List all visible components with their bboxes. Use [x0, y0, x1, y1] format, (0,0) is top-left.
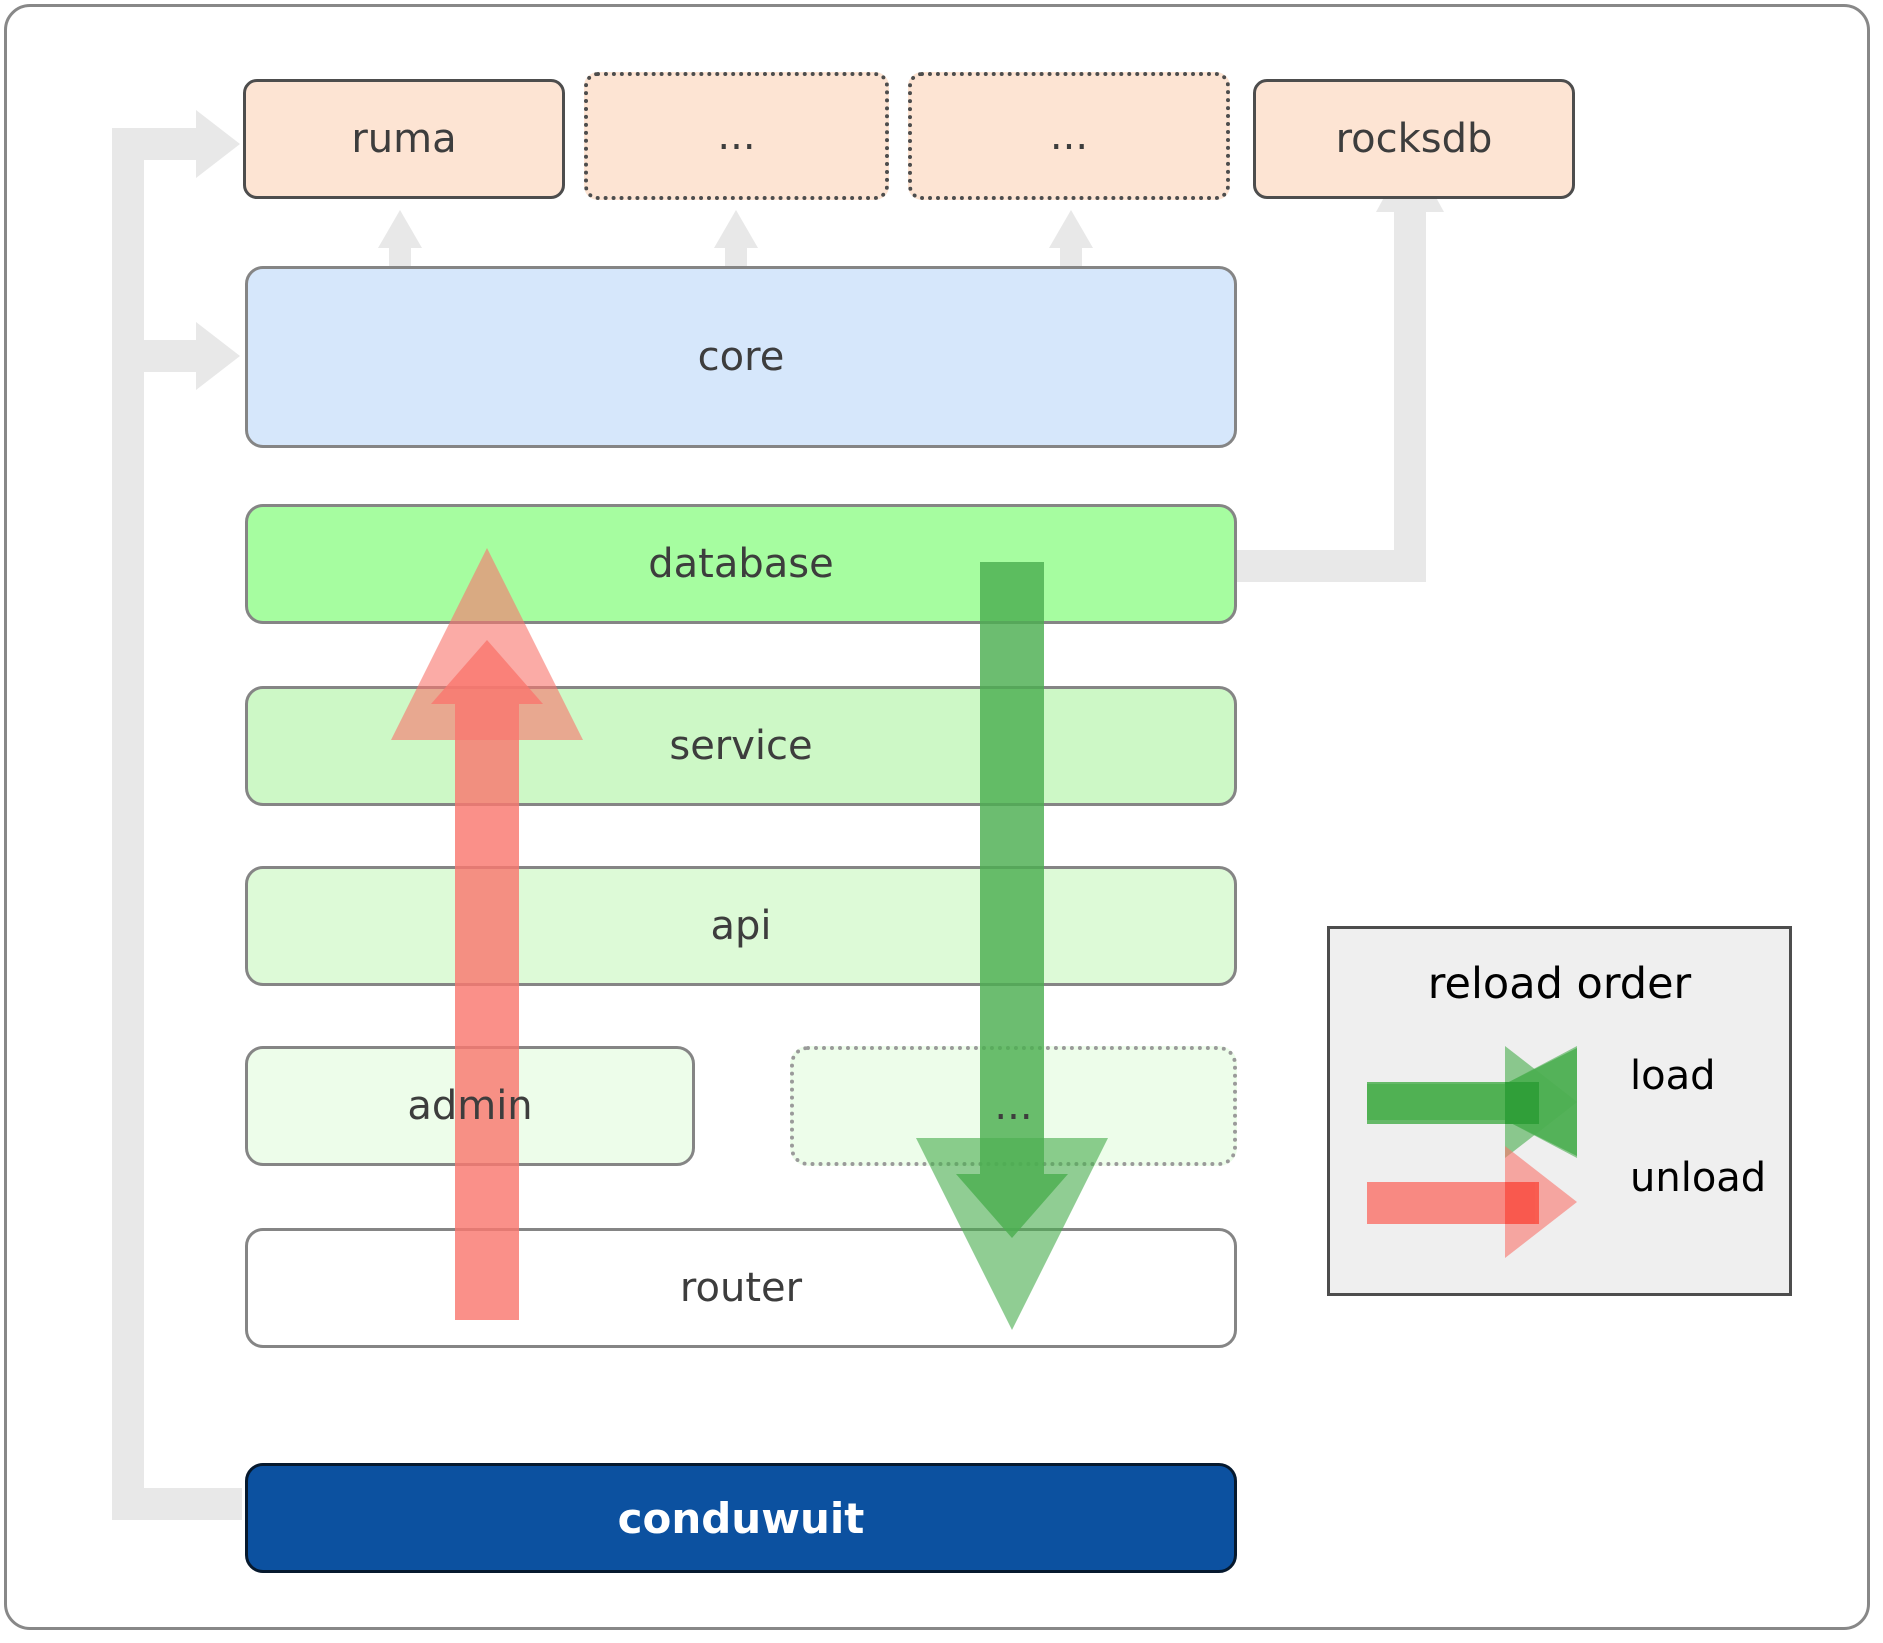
dependency-label-ruma: ruma — [351, 116, 457, 162]
app-box-conduwuit[interactable]: conduwuit — [245, 1463, 1237, 1573]
stack-label-database: database — [648, 541, 834, 587]
legend-arrow-icons — [1367, 1046, 1577, 1258]
legend-panel: reload order load unload — [1327, 926, 1792, 1296]
stack-box-ellipsis[interactable]: ... — [790, 1046, 1237, 1166]
app-label-conduwuit: conduwuit — [617, 1493, 865, 1543]
load-arrow-icon — [1367, 1046, 1577, 1158]
dependency-box-rocksdb[interactable]: rocksdb — [1253, 79, 1575, 199]
stack-box-service[interactable]: service — [245, 686, 1237, 806]
stack-box-core[interactable]: core — [245, 266, 1237, 448]
stack-label-ellipsis: ... — [994, 1083, 1033, 1129]
stack-label-core: core — [697, 334, 785, 380]
legend-label-unload: unload — [1630, 1155, 1767, 1201]
stack-box-api[interactable]: api — [245, 866, 1237, 986]
dependency-box-ruma[interactable]: ruma — [243, 79, 565, 199]
stack-label-api: api — [710, 903, 772, 949]
dependency-label-ellipsis-2: ... — [1049, 113, 1089, 159]
dependency-box-ellipsis-1[interactable]: ... — [584, 72, 889, 200]
diagram-frame — [4, 4, 1870, 1630]
legend-label-load: load — [1630, 1053, 1716, 1099]
dependency-label-ellipsis-1: ... — [717, 113, 756, 159]
dependency-label-rocksdb: rocksdb — [1335, 116, 1493, 162]
dependency-box-ellipsis-2[interactable]: ... — [908, 72, 1230, 200]
stack-box-admin[interactable]: admin — [245, 1046, 695, 1166]
stack-box-router[interactable]: router — [245, 1228, 1237, 1348]
stack-label-service: service — [669, 723, 813, 769]
unload-arrow-icon — [1367, 1146, 1577, 1258]
legend-title: reload order — [1427, 959, 1692, 1009]
stack-label-router: router — [679, 1265, 803, 1311]
stack-label-admin: admin — [407, 1083, 533, 1129]
stack-box-database[interactable]: database — [245, 504, 1237, 624]
